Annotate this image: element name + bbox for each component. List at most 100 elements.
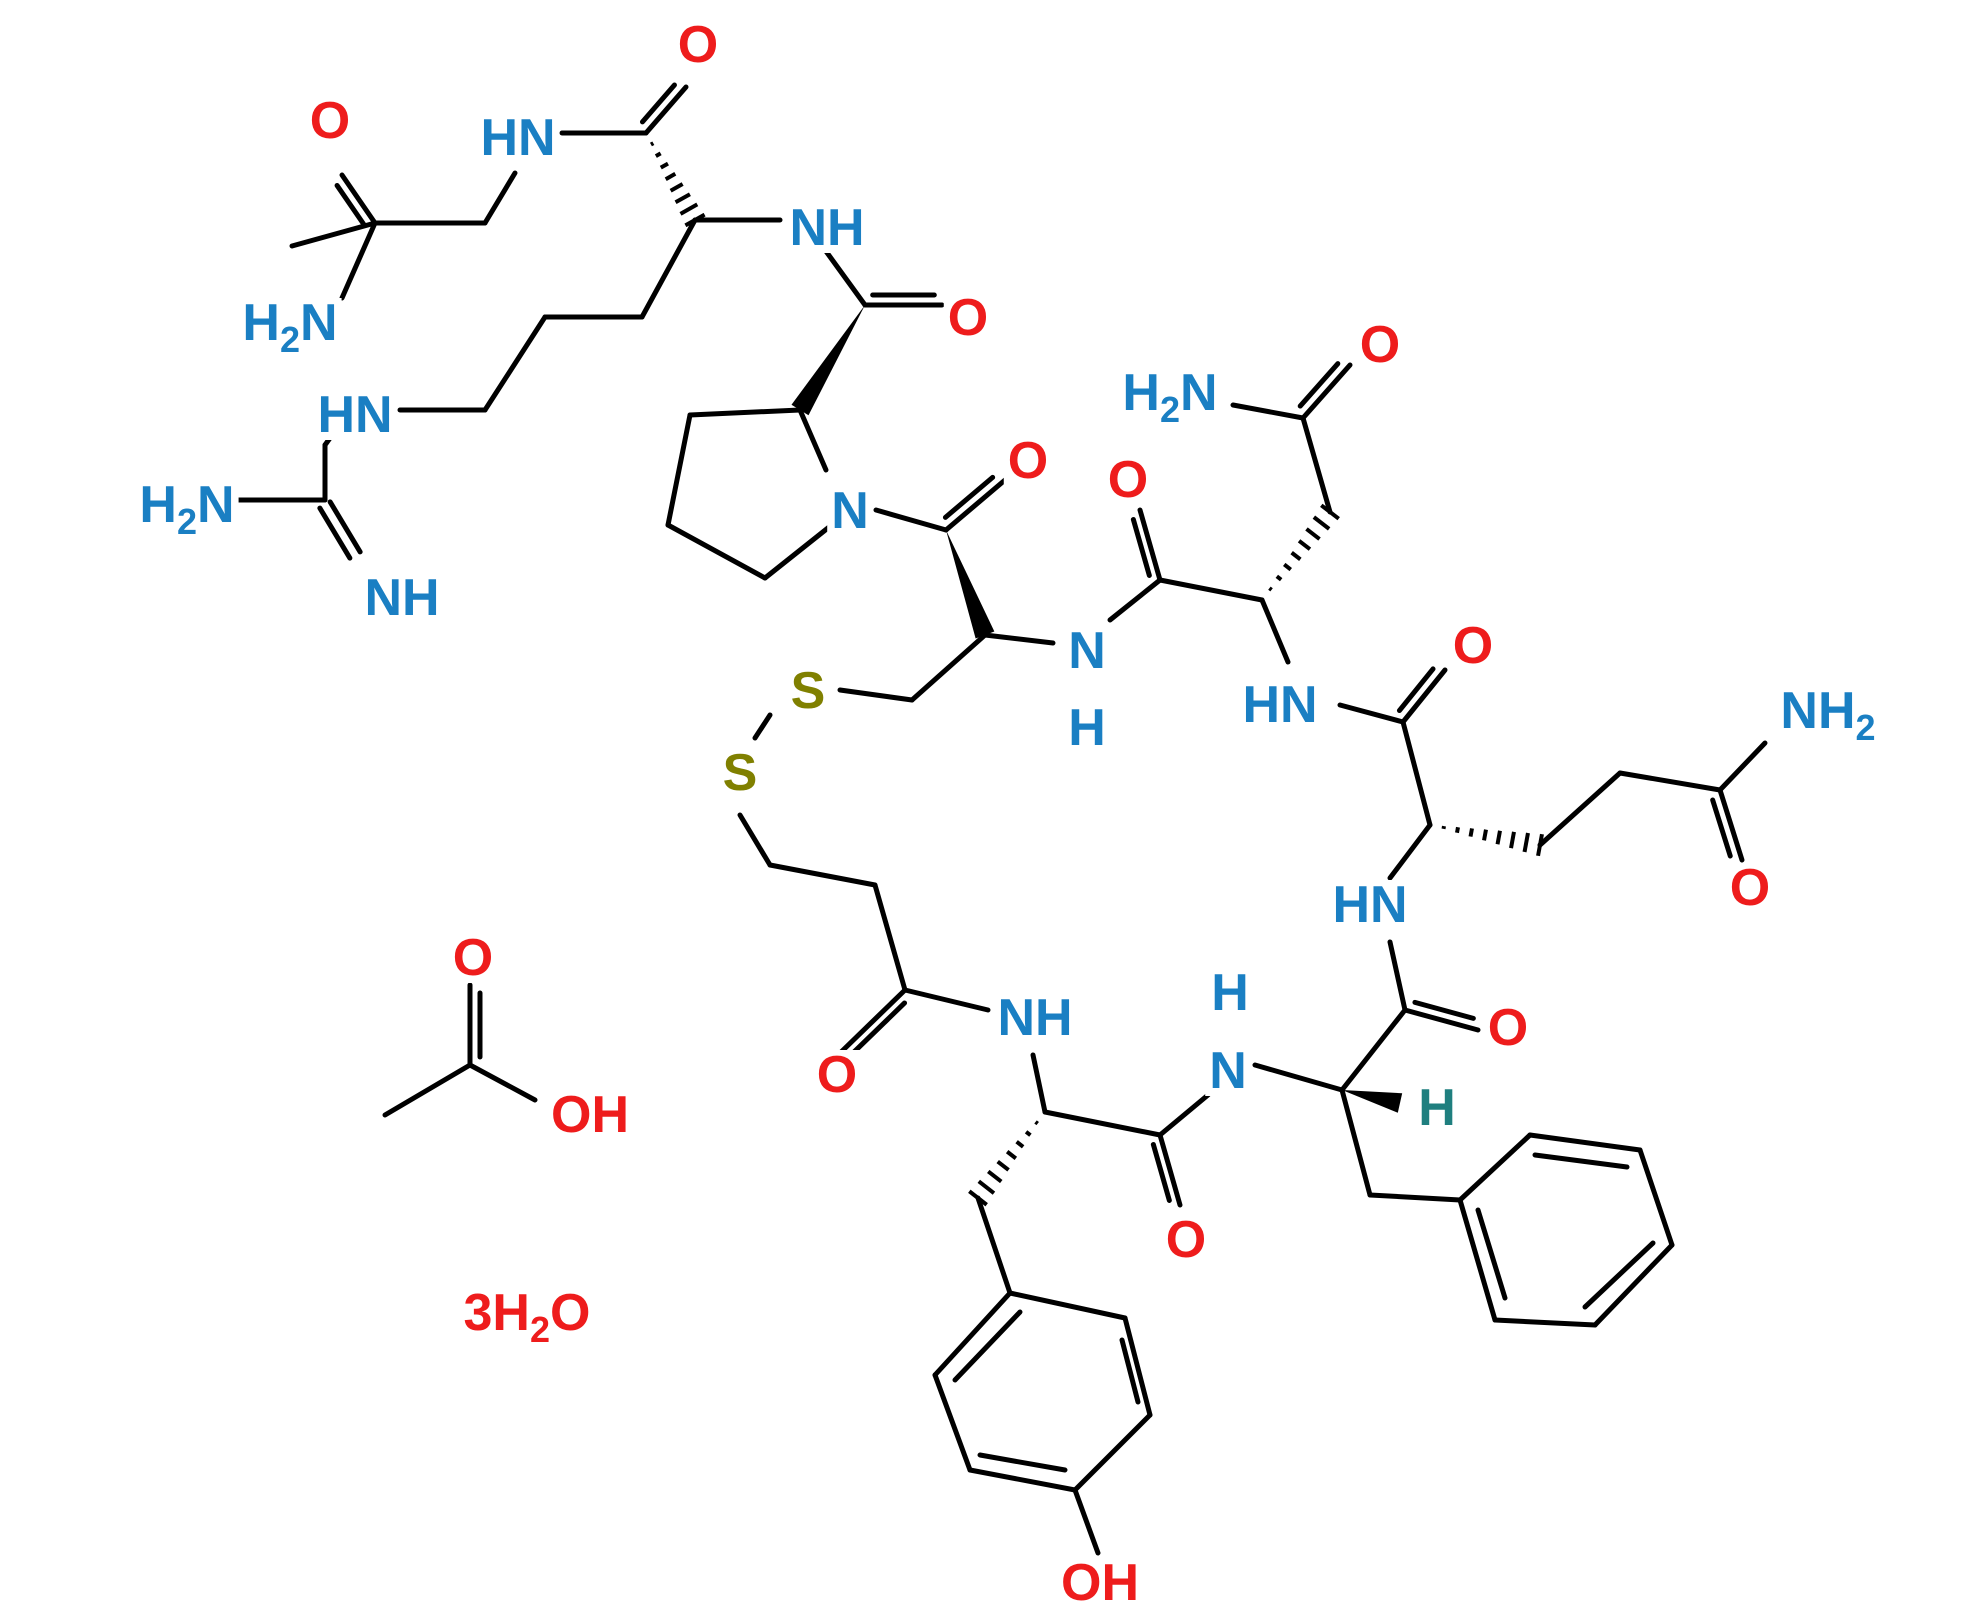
label-main: H [1418,1079,1456,1137]
label-main: H [242,294,280,352]
bond-51 [1300,362,1353,421]
label-mask [1207,968,1253,1018]
label-mask [1725,863,1775,913]
label-subscript: 2 [280,319,300,360]
bond-37 [737,812,773,868]
atom-label-hn-guan: HN [317,386,392,444]
label-mask [1057,1558,1143,1608]
label-main: S [723,744,758,802]
label-mask [135,480,239,538]
hashed-bond-48 [1268,503,1340,592]
label-main: H [1211,964,1249,1022]
label-main: O [1730,859,1770,917]
label-main: O [948,289,988,347]
bond-91 [1122,1315,1153,1418]
bond-9 [639,82,677,125]
label-mask [1238,680,1322,730]
label-mask [1448,621,1498,671]
label-mask [718,748,762,798]
bond-59 [1537,770,1623,848]
bond-83 [1157,1092,1211,1138]
label-mask [785,203,869,253]
label-mask [812,1050,862,1100]
bond-71 [1339,1087,1373,1198]
label-main: O [453,929,493,987]
bond-45 [1137,507,1163,583]
bond-89 [975,1195,1013,1296]
label-main: O [1008,432,1048,490]
atom-label-hn-asn: HN [1242,676,1317,734]
label-main: N [1209,1042,1247,1100]
atom-label-n-phe: N [1209,1042,1247,1100]
label-main: HN [480,109,555,167]
bond-46 [1130,516,1152,578]
bond-79 [1532,1152,1630,1170]
label-main: O [1488,999,1528,1057]
label-mask [1483,1003,1533,1053]
label-main: O [1108,451,1148,509]
bond-97 [977,1452,1068,1473]
bond-100 [382,1062,473,1118]
bond-1 [289,220,378,249]
bond-20 [327,499,363,555]
hashed-bond-58 [1441,825,1544,857]
bond-41 [848,1000,908,1058]
label-mask [1355,320,1405,370]
atom-label-h-phe-n: H [1211,964,1249,1022]
label-mask [1118,368,1222,426]
bond-65 [1387,939,1408,1013]
label-mask [313,390,397,440]
bond-2 [339,172,378,226]
atom-label-oh-acid: OH [551,1086,629,1144]
bond-32 [942,474,996,520]
bond-85 [1150,1141,1172,1203]
bond-19 [317,505,353,561]
label-main: HN [317,386,392,444]
bond-27 [665,522,768,581]
label-mask [673,20,723,70]
atom-label-o-acid: O [453,929,493,987]
label-mask [360,573,444,623]
bond-86 [1042,1109,1163,1138]
bond-63 [1710,797,1733,859]
label-main: OH [1061,1554,1139,1612]
atom-label-o-phe: O [1488,999,1528,1057]
bond-60 [1617,770,1723,793]
bond-49 [1300,415,1333,515]
label-mask [1328,880,1412,930]
label-main: H [1122,364,1160,422]
bond-77 [1492,1317,1598,1328]
label-tail: N [1180,364,1218,422]
bond-61 [1717,740,1768,793]
wedge-bond-24 [791,305,865,416]
label-tail: O [550,1284,590,1342]
atom-label-o-asn: O [1108,451,1148,509]
bond-53 [1259,597,1291,665]
label-mask [1776,686,1880,744]
bond-14 [482,314,548,413]
atom-label-o-tyr: O [1166,1211,1206,1269]
atom-label-n-pro: N [831,482,869,540]
label-main: O [1166,1211,1206,1269]
atom-label-hn-gly: HN [480,109,555,167]
bond-26 [665,412,693,528]
label-main: NH [997,989,1072,1047]
label-subscript: 2 [1856,707,1876,748]
atom-label-s-1: S [791,662,826,720]
label-subscript: 2 [1160,389,1180,430]
label-main: NH [789,199,864,257]
atom-label-h2n-asn: H2N [1122,364,1217,430]
bond-78 [1457,1197,1498,1323]
bond-68 [1339,1007,1408,1093]
bond-87 [1030,1052,1048,1115]
label-tail: N [300,294,338,352]
label-main: O [678,16,718,74]
label-main: NH [364,569,439,627]
label-main: H [139,476,177,534]
bond-30 [873,507,949,533]
atom-label-nh2-gln: NH2 [1780,682,1875,748]
atom-label-h-cys: H [1068,699,1106,757]
